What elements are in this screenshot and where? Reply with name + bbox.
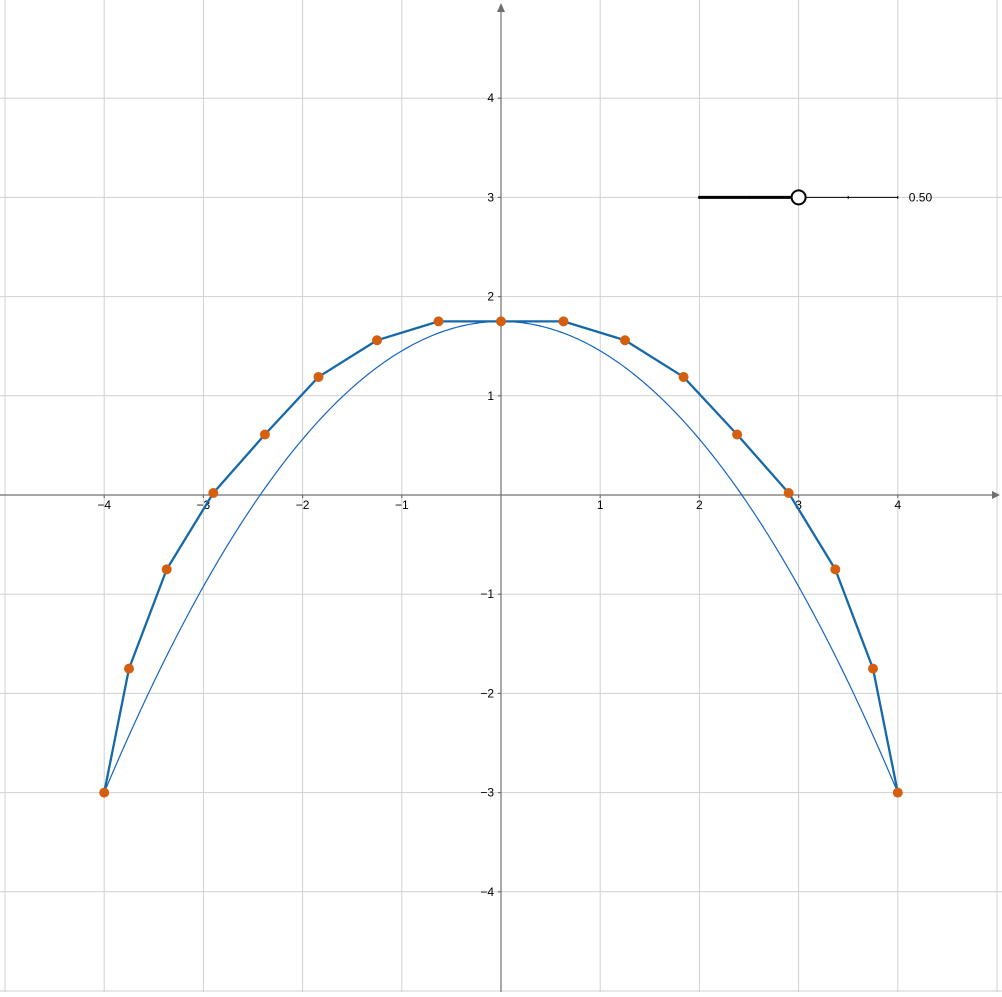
slider[interactable]: 0.50 (697, 189, 933, 206)
data-point[interactable] (372, 335, 382, 346)
data-point[interactable] (732, 429, 743, 440)
y-tick-label: 2 (487, 290, 494, 304)
data-point[interactable] (259, 429, 270, 440)
y-tick-label: 4 (487, 91, 494, 105)
data-point[interactable] (620, 335, 630, 346)
data-point[interactable] (208, 488, 219, 499)
slider-handle[interactable] (790, 189, 807, 206)
data-point[interactable] (496, 316, 506, 327)
x-tick-label: 2 (696, 498, 703, 512)
x-tick-label: 4 (894, 498, 901, 512)
y-tick-label: 1 (487, 389, 494, 403)
x-axis-arrow (992, 491, 1000, 499)
x-tick-label: −2 (296, 498, 310, 512)
data-point[interactable] (124, 663, 134, 674)
y-tick-label: 3 (487, 190, 494, 204)
y-axis-arrow (497, 3, 505, 12)
data-point[interactable] (868, 663, 878, 674)
data-point[interactable] (892, 787, 903, 798)
data-point[interactable] (433, 316, 444, 327)
x-tick-label: 1 (597, 498, 604, 512)
slider-value-label: 0.50 (909, 190, 933, 204)
y-tick-label: −4 (480, 885, 494, 899)
y-tick-label: −3 (480, 786, 494, 800)
data-point[interactable] (161, 564, 172, 575)
data-point[interactable] (783, 488, 794, 499)
data-point[interactable] (830, 564, 841, 575)
x-tick-label: −1 (395, 498, 409, 512)
data-point[interactable] (678, 371, 689, 382)
x-tick-label: 3 (795, 498, 802, 512)
data-point[interactable] (99, 787, 110, 798)
x-tick-label: −4 (97, 498, 111, 512)
y-tick-label: −1 (480, 587, 494, 601)
points-layer (99, 316, 903, 798)
y-tick-label: −2 (480, 686, 494, 700)
axes (0, 3, 1000, 992)
data-point[interactable] (313, 371, 324, 382)
data-point[interactable] (558, 316, 569, 327)
